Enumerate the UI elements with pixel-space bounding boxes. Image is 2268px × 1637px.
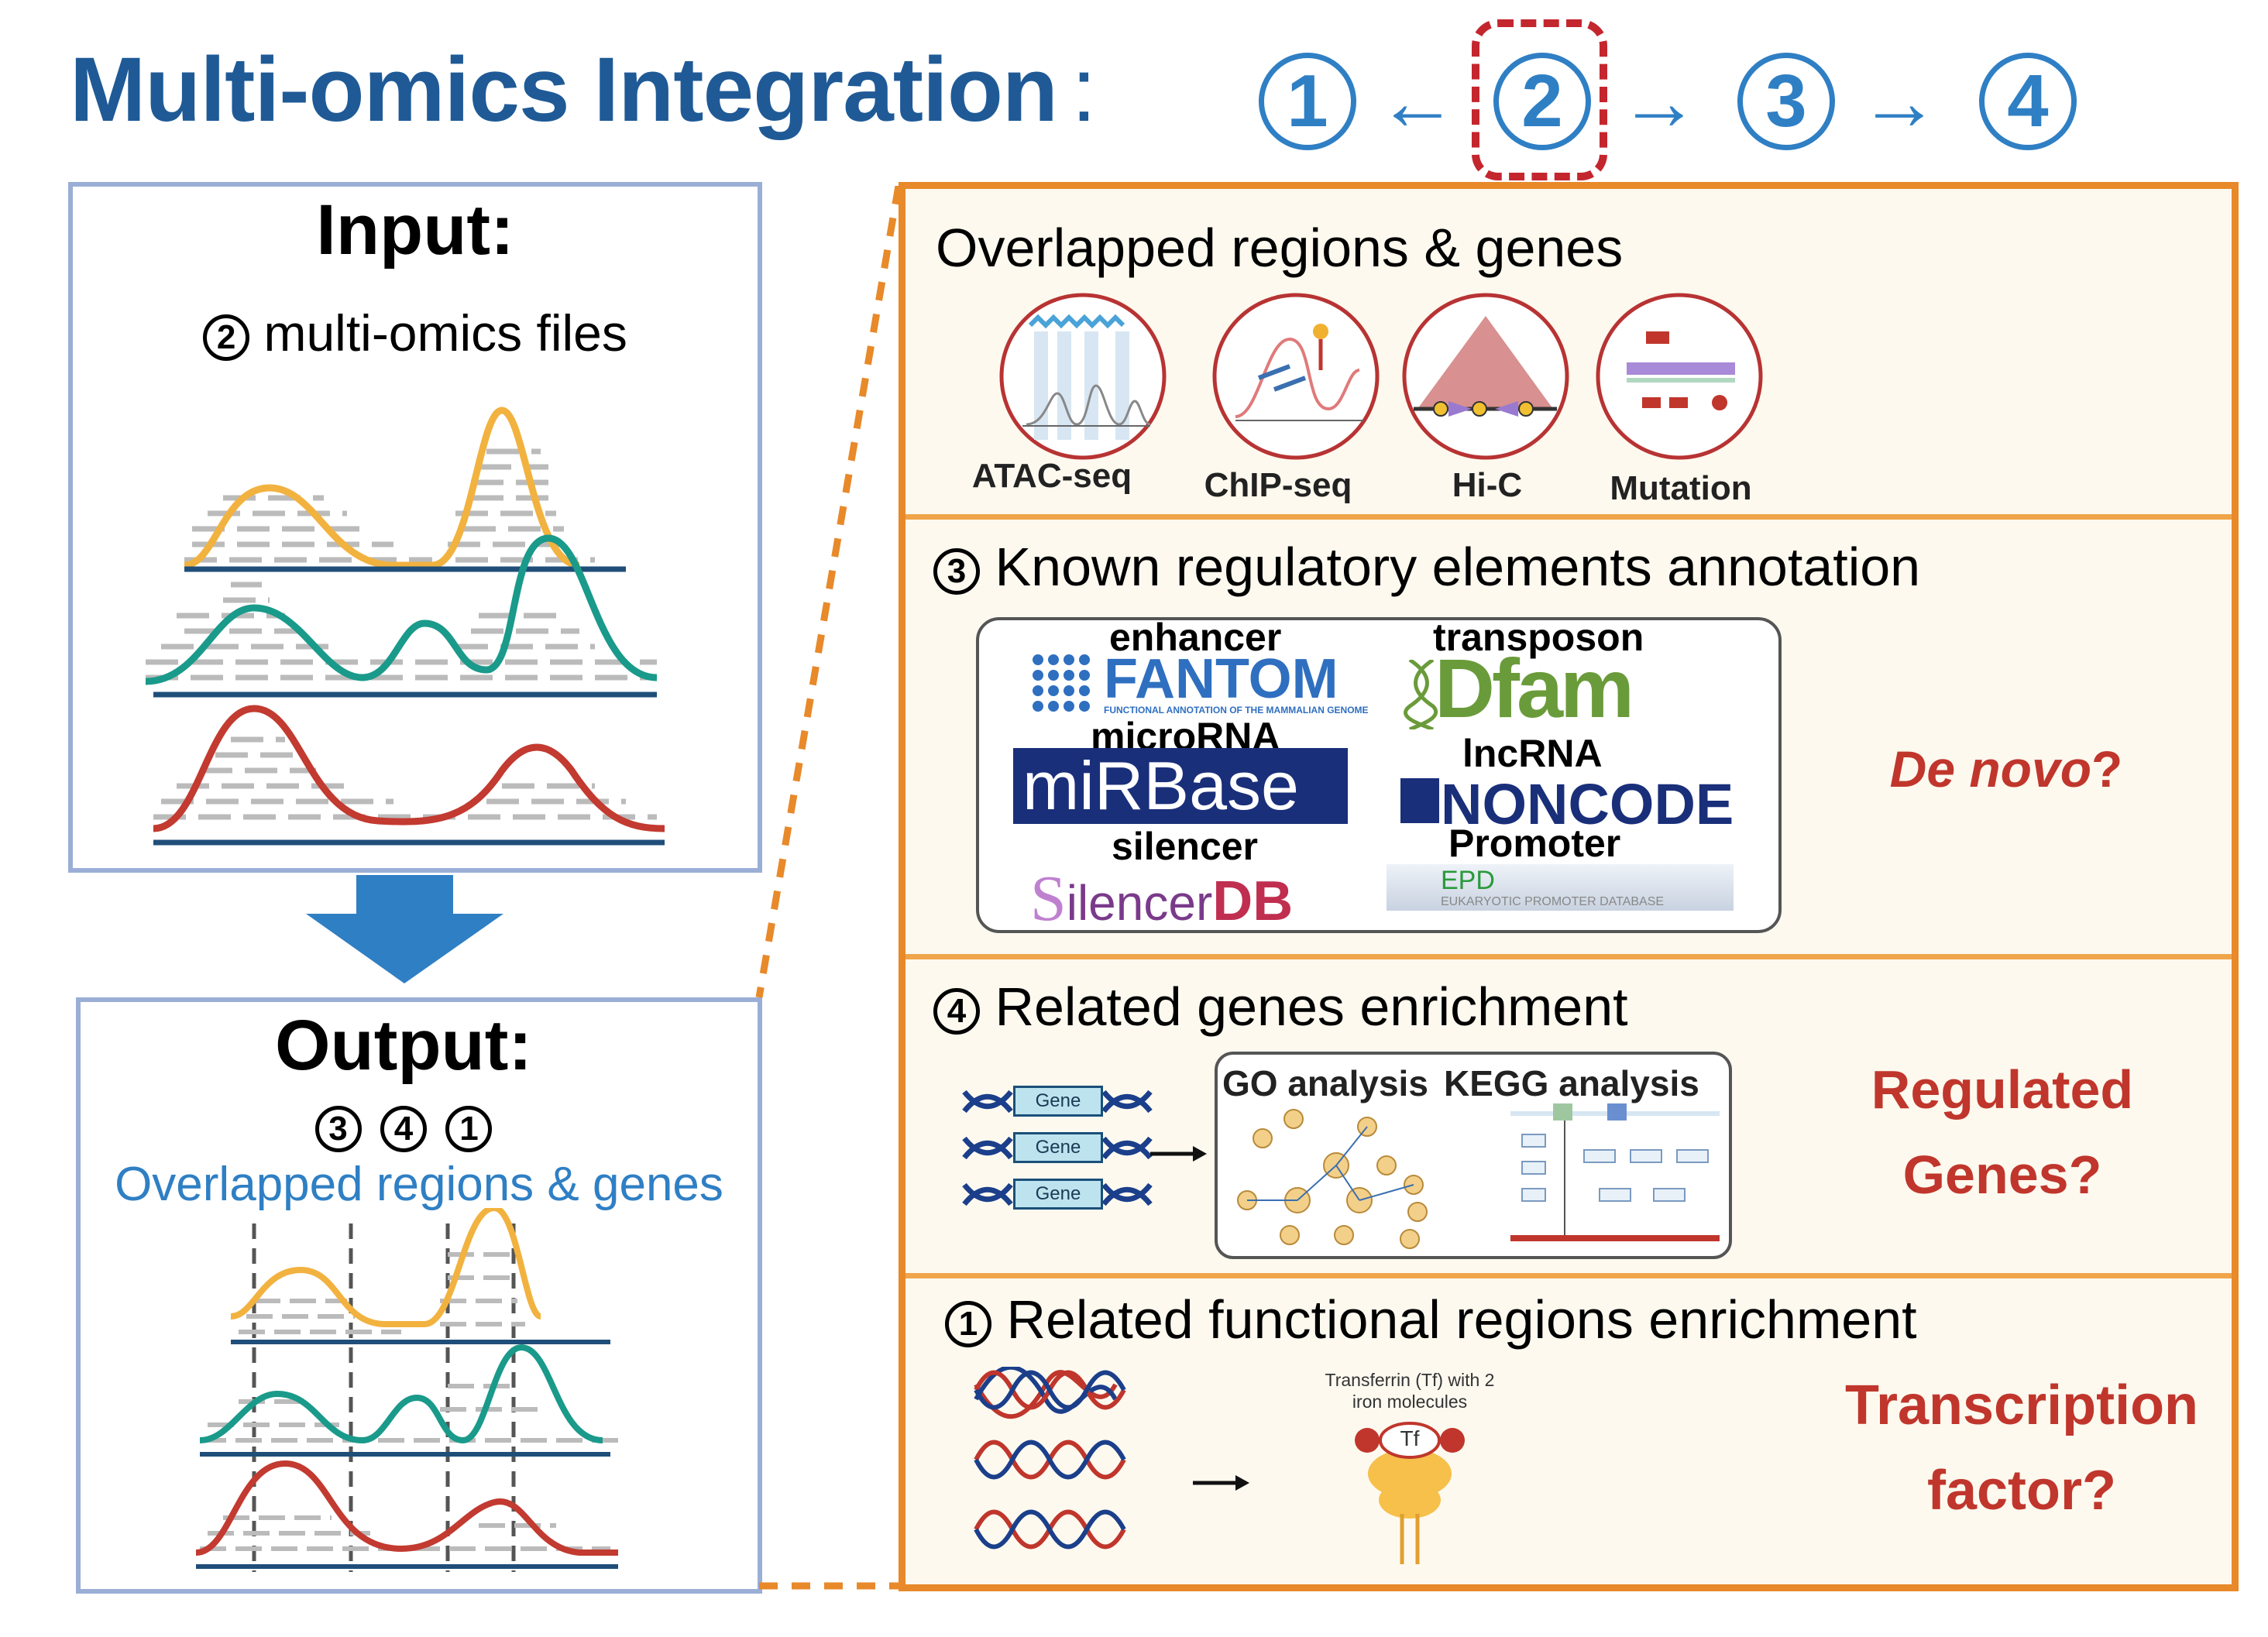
- category-transposon: transposon: [1433, 616, 1644, 659]
- section-genes-title: 4 Related genes enrichment: [933, 976, 1628, 1038]
- arrow-left-icon: ←: [1377, 57, 1458, 147]
- output-subtitle: Overlapped regions & genes: [115, 1158, 723, 1211]
- assay-label-chip: ChIP-seq: [1204, 466, 1352, 504]
- pathway-diagrams: [1237, 1103, 1720, 1249]
- output-step-badges: 3 4 1: [76, 1106, 731, 1152]
- category-promoter: Promoter: [1448, 822, 1621, 865]
- kegg-analysis-label: KEGG analysis: [1444, 1063, 1699, 1103]
- step-number-badge: 4: [380, 1106, 427, 1152]
- fantom-logo-text: FANTOM: [1104, 648, 1338, 710]
- gene-box: Gene: [1013, 1086, 1103, 1117]
- category-enhancer: enhancer: [1109, 616, 1282, 659]
- step-3-circle: 3: [1737, 53, 1835, 150]
- transferrin-caption: Transferrin (Tf) with 2 iron molecules: [1325, 1370, 1495, 1412]
- chip-seq-icon: [1212, 293, 1380, 460]
- mirbase-logo-text: miRBase: [1022, 747, 1299, 824]
- mutation-icon: [1596, 293, 1763, 460]
- gene-box: Gene: [1013, 1179, 1103, 1210]
- input-title: Input:: [316, 190, 514, 269]
- step-number-badge: 3: [314, 1106, 362, 1152]
- silencerdb-text: ilencer: [1066, 875, 1213, 931]
- kegg-pathway-graphic: [1510, 1103, 1720, 1241]
- fantom-logo-icon: [1033, 654, 1090, 712]
- fantom-tagline: FUNCTIONAL ANNOTATION OF THE MAMMALIAN G…: [1104, 705, 1369, 716]
- section-overlapped-title: Overlapped regions & genes: [936, 218, 1624, 278]
- step-1-circle: 1: [1259, 53, 1356, 150]
- assay-label-atac: ATAC-seq: [971, 457, 1132, 495]
- de-novo-question: De novo?: [1889, 740, 2123, 798]
- step-number-badge: 3: [933, 547, 980, 595]
- arrow-right-icon: →: [1859, 57, 1940, 147]
- go-analysis-label: GO analysis: [1222, 1063, 1428, 1103]
- silencerdb-db: DB: [1212, 870, 1294, 932]
- atac-seq-icon: [999, 293, 1167, 460]
- step-4-circle: 4: [1979, 53, 2077, 150]
- title-colon: :: [1071, 39, 1097, 141]
- dna-helix-icon: [1404, 660, 1438, 729]
- epd-tagline: EUKARYOTIC PROMOTER DATABASE: [1441, 895, 1665, 908]
- epd-logo: EPD EUKARYOTIC PROMOTER DATABASE: [1387, 864, 1734, 911]
- output-panel: [76, 997, 762, 1594]
- section-divider: [905, 514, 2232, 520]
- category-silencer: silencer: [1112, 825, 1259, 868]
- dna-strands-graphic: [974, 1367, 1249, 1549]
- dfam-logo-text: Dfam: [1435, 641, 1634, 735]
- step-2-circle: 2: [1493, 53, 1591, 150]
- noncode-logo-text: NONCODE: [1441, 772, 1734, 836]
- section-divider: [905, 1273, 2232, 1278]
- selected-step-indicator: [1472, 19, 1607, 180]
- transferrin-protein-icon: [1355, 1422, 1465, 1564]
- regulated-genes-question: Regulated Genes?: [1871, 1059, 2134, 1205]
- page-title: Multi-omics Integration:: [70, 37, 1097, 142]
- step-number-badge: 2: [203, 314, 250, 361]
- assay-label-mutation: Mutation: [1610, 469, 1752, 507]
- assay-icons: [999, 293, 1763, 460]
- zoom-connector-lines: [755, 186, 902, 1590]
- section-functional-title: 1 Related functional regions enrichment: [945, 1289, 1917, 1350]
- step-number-badge: 4: [933, 987, 980, 1035]
- silencerdb-logo: SilencerDB: [1030, 861, 1293, 936]
- output-title: Output:: [274, 1006, 533, 1085]
- gene-dna-graphic: [962, 1090, 1207, 1206]
- input-subtitle: 2 multi-omics files: [68, 304, 762, 362]
- go-network-graphic: [1237, 1109, 1428, 1249]
- hi-c-icon: [1402, 293, 1569, 460]
- output-tracks-graphic: [195, 1208, 618, 1572]
- noncode-logo-icon: [1400, 778, 1439, 823]
- input-panel: [68, 182, 762, 873]
- step-number-badge: 1: [945, 1300, 991, 1347]
- arrow-right-icon: →: [1619, 57, 1699, 147]
- epd-logo-text: EPD: [1441, 866, 1495, 895]
- arrow-down-icon: [306, 875, 503, 983]
- section-annotation-title: 3 Known regulatory elements annotation: [933, 536, 1920, 598]
- tf-label: Tf: [1400, 1426, 1420, 1450]
- silencerdb-s: S: [1030, 863, 1067, 935]
- mirbase-logo: miRBase: [1013, 748, 1348, 824]
- title-text: Multi-omics Integration: [70, 39, 1058, 141]
- gene-box: Gene: [1013, 1132, 1103, 1163]
- transcription-factor-question: Transcription factor?: [1844, 1374, 2199, 1522]
- section-divider: [905, 954, 2232, 959]
- category-lncrna: lncRNA: [1462, 732, 1603, 775]
- assay-label-hic: Hi-C: [1452, 466, 1523, 504]
- step-number-badge: 1: [445, 1106, 493, 1152]
- input-tracks-graphic: [145, 407, 665, 846]
